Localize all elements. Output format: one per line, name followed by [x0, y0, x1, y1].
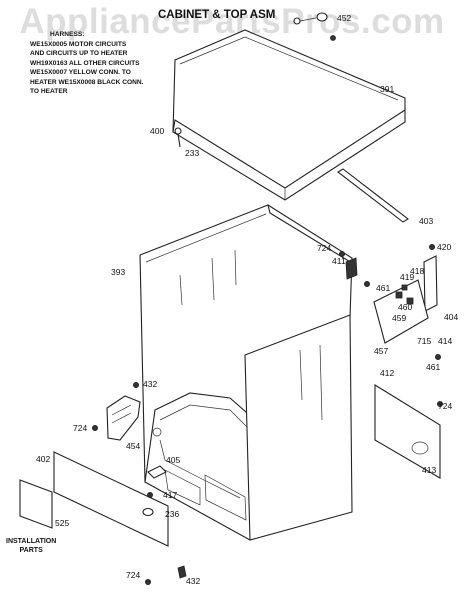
installation-label-line: PARTS [19, 547, 43, 554]
callout-236[interactable]: 236 [165, 509, 180, 519]
callout-459[interactable]: 459 [392, 313, 407, 323]
control-bracket [423, 255, 438, 312]
rear-panel [374, 384, 441, 479]
note-line: TO HEATER [30, 88, 68, 95]
hinge-pin [174, 127, 182, 148]
top-panel [172, 29, 406, 201]
note-line: WE15X0007 YELLOW CONN. TO [30, 69, 131, 76]
callout-432[interactable]: 432 [143, 379, 158, 389]
top-screws [293, 12, 336, 41]
callout-461b[interactable]: 461 [426, 362, 441, 372]
callout-417[interactable]: 417 [163, 490, 178, 500]
control-assembly [373, 279, 429, 344]
callout-414[interactable]: 414 [438, 336, 453, 346]
front-strip [337, 168, 409, 223]
harness-notes: HARNESS: WE15X0005 MOTOR CIRCUITS AND CI… [30, 30, 143, 97]
drum-slide [106, 395, 141, 441]
callout-420[interactable]: 420 [437, 242, 452, 252]
callout-418[interactable]: 418 [410, 266, 425, 276]
note-line: WE15X0005 MOTOR CIRCUITS [30, 40, 127, 48]
callout-233[interactable]: 233 [185, 148, 200, 158]
callout-724d[interactable]: 724 [126, 570, 141, 580]
front-panel [244, 314, 353, 541]
note-line: AND CIRCUITS UP TO HEATER [30, 50, 128, 57]
note-line: HEATER WE15X0008 BLACK CONN. [30, 78, 144, 86]
diagram-title: CABINET & TOP ASM [158, 9, 276, 21]
bracket-405 [147, 465, 167, 479]
callout-405[interactable]: 405 [166, 455, 181, 465]
callout-452[interactable]: 452 [337, 13, 352, 23]
watermark: AppliancePartsPros.com [19, 2, 445, 41]
screws [92, 243, 443, 586]
callout-391[interactable]: 391 [380, 84, 395, 94]
callout-412[interactable]: 412 [380, 368, 395, 378]
callout-460[interactable]: 460 [398, 302, 413, 312]
cabinet [139, 204, 353, 541]
note-line: WH19X0163 ALL OTHER CIRCUITS [30, 59, 140, 67]
callout-724b[interactable]: 724 [438, 401, 453, 411]
installation-label: INSTALLATION PARTS [6, 537, 56, 555]
callout-724c[interactable]: 724 [73, 423, 88, 433]
callout-403[interactable]: 403 [419, 216, 434, 226]
installation-label-line: INSTALLATION [6, 538, 57, 545]
callout-454[interactable]: 454 [126, 441, 141, 451]
callout-413[interactable]: 413 [422, 465, 437, 475]
callout-461[interactable]: 461 [376, 283, 391, 293]
callout-525[interactable]: 525 [55, 518, 70, 528]
callout-724[interactable]: 724 [317, 243, 332, 253]
callout-404[interactable]: 404 [444, 312, 459, 322]
callout-419[interactable]: 419 [400, 272, 415, 282]
toe-panel [53, 451, 169, 547]
plate-411 [345, 257, 358, 280]
callout-393[interactable]: 393 [111, 267, 126, 277]
callout-715[interactable]: 715 [417, 336, 432, 346]
callout-432b[interactable]: 432 [186, 576, 201, 586]
installation-parts [19, 479, 53, 529]
note-line: HARNESS: [50, 31, 85, 38]
callout-402[interactable]: 402 [36, 454, 51, 464]
callout-400[interactable]: 400 [150, 126, 165, 136]
callout-457[interactable]: 457 [374, 346, 389, 356]
callout-411[interactable]: 411 [332, 256, 346, 266]
